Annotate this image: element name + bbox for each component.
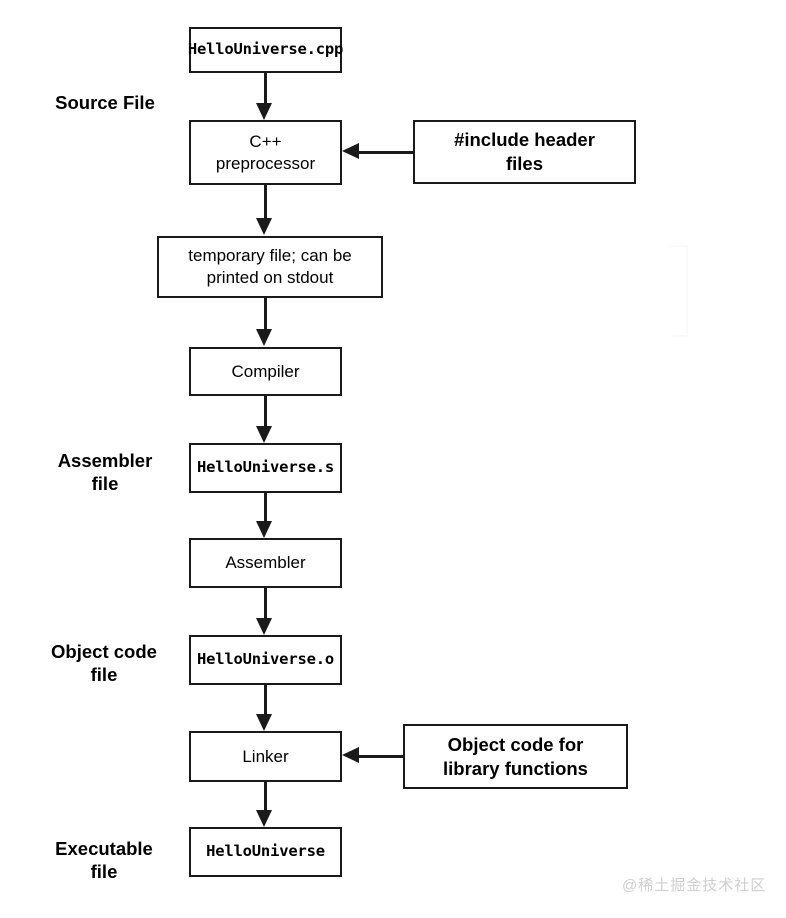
- stage-label-source-file: Source File: [55, 92, 155, 113]
- node-hellouniverse-cpp[interactable]: HelloUniverse.cpp: [188, 27, 343, 73]
- arrowhead-compiler-to-assembly: [256, 426, 272, 443]
- arrowhead-include-to-preprocessor: [342, 143, 359, 159]
- node-hellouniverse-o[interactable]: HelloUniverse.o: [189, 635, 342, 685]
- stage-label-object-code-file: Object code file: [51, 641, 157, 685]
- watermark-text: @稀土掘金技术社区: [622, 877, 767, 894]
- node-compiler[interactable]: Compiler: [189, 347, 342, 396]
- connector-linker-to-executable: [264, 782, 267, 811]
- arrowhead-assembly-to-assembler: [256, 521, 272, 538]
- stage-label-executable-file: Executable file: [55, 838, 153, 882]
- node-hellouniverse-s[interactable]: HelloUniverse.s: [189, 443, 342, 493]
- connector-object-to-linker: [264, 685, 267, 715]
- connector-include-to-preprocessor: [359, 151, 413, 154]
- node-cpp-preprocessor[interactable]: C++ preprocessor: [189, 120, 342, 185]
- connector-cpp-to-preprocessor: [264, 73, 267, 104]
- arrowhead-object-to-linker: [256, 714, 272, 731]
- node-object-code-library[interactable]: Object code for library functions: [403, 724, 628, 789]
- arrowhead-preprocessor-to-temporary: [256, 218, 272, 235]
- arrowhead-cpp-to-preprocessor: [256, 103, 272, 120]
- node-assembler[interactable]: Assembler: [189, 538, 342, 588]
- connector-compiler-to-assembly: [264, 396, 267, 427]
- arrowhead-library-to-linker: [342, 747, 359, 763]
- ghost-watermark-artifact: [670, 245, 688, 337]
- connector-library-to-linker: [359, 755, 403, 758]
- connector-assembler-to-object: [264, 588, 267, 619]
- arrowhead-linker-to-executable: [256, 810, 272, 827]
- node-temporary-file[interactable]: temporary file; can be printed on stdout: [157, 236, 383, 298]
- connector-temporary-to-compiler: [264, 298, 267, 330]
- arrowhead-temporary-to-compiler: [256, 329, 272, 346]
- connector-preprocessor-to-temporary: [264, 185, 267, 219]
- node-linker[interactable]: Linker: [189, 731, 342, 782]
- connector-assembly-to-assembler: [264, 493, 267, 522]
- arrowhead-assembler-to-object: [256, 618, 272, 635]
- stage-label-assembler-file: Assembler file: [57, 450, 153, 494]
- node-hellouniverse[interactable]: HelloUniverse: [189, 827, 342, 877]
- node-include-header-files[interactable]: #include header files: [413, 120, 636, 184]
